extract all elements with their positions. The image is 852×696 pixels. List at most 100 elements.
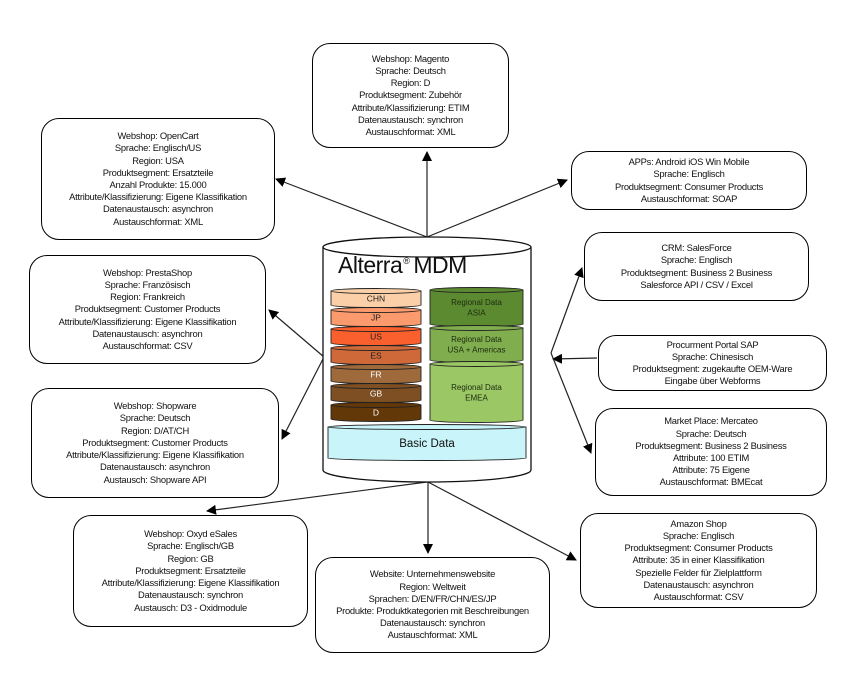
channel-box-line: Region: Weltweit <box>399 580 466 592</box>
channel-box-line: Region: D/AT/CH <box>121 424 189 436</box>
regional-layer-label: USA + Americas <box>447 346 505 355</box>
channel-box-line: Market Place: Mercateo <box>664 415 758 427</box>
connectors <box>206 151 598 561</box>
connector-arrow-prestashop <box>268 309 325 358</box>
country-layer-label: ES <box>370 351 382 361</box>
channel-box-line: Webshop: Shopware <box>113 400 197 412</box>
channel-box-line: Attribute: 35 in einer Klassifikation <box>632 554 765 566</box>
channel-box-line: Attribute/Klassifizierung: ETIM <box>351 101 470 113</box>
channel-box-line: Sprache: Deutsch <box>119 412 191 424</box>
basic-data-label: Basic Data <box>399 438 455 450</box>
channel-box-line: Produktsegment: Ersatzteile <box>135 564 246 576</box>
channel-box-line: Austauschformat: CSV <box>102 340 193 351</box>
channel-box-line: Datenaustausch: asynchron <box>103 203 213 215</box>
connector-arrow-opencart <box>275 177 428 238</box>
country-layer-label: CHN <box>367 294 385 304</box>
channel-box-line: Sprache: Deutsch <box>375 64 446 76</box>
country-layer-d: D <box>330 402 422 422</box>
channel-box-line: Sprache: Englisch/GB <box>147 540 234 552</box>
connector-arrow-crm <box>550 267 584 354</box>
country-layer-label: JP <box>371 313 381 323</box>
channel-box-line: Sprachen: D/EN/FR/CHN/ES/JP <box>368 592 497 604</box>
country-layer-chn: CHN <box>330 288 422 308</box>
channel-box-line: Produktsegment: Consumer Products <box>624 542 773 554</box>
mdm-title: Alterra®MDM <box>338 252 488 279</box>
channel-box-line: Region: USA <box>132 154 184 166</box>
channel-box-line: Datenaustausch: asynchron <box>92 327 203 339</box>
channel-box-line: Produktsegment: Consumer Products <box>614 180 764 192</box>
channel-box-line: Austausch: Shopware API <box>103 473 207 485</box>
channel-box-line: Sprache: Deutsch <box>675 427 747 439</box>
country-layer-us: US <box>330 326 422 346</box>
channel-box-line: Sprache: Chinesisch <box>671 350 754 362</box>
channel-box-line: Produktsegment: zugekaufte OEM-Ware <box>632 363 793 374</box>
country-layer-label: FR <box>370 370 381 380</box>
regional-layer-label: ASIA <box>467 309 486 318</box>
connector-arrow-mercateo <box>550 352 593 454</box>
channel-box-line: Region: GB <box>167 552 214 564</box>
channel-box-line: Austauschformat: XML <box>387 629 478 641</box>
channel-box-line: Produkte: Produktkategorien mit Beschrei… <box>336 605 529 616</box>
channel-box-line: Austauschformat: XML <box>113 215 203 227</box>
mdm-title-text: Alterra <box>338 252 403 278</box>
cylinder-top <box>322 236 532 258</box>
mdm-title-suffix: MDM <box>413 252 467 278</box>
channel-box-line: Attribute/Klassifizierung: Eigene Klassi… <box>101 577 280 589</box>
channel-box-line: Datenaustausch: synchron <box>379 617 485 629</box>
channel-box-line: Attribute: 100 ETIM <box>672 452 749 463</box>
channel-box-line: Datenaustausch: synchron <box>137 589 243 601</box>
regional-layer-label: Regional Data <box>451 298 502 307</box>
connector-arrow-apps <box>426 178 568 238</box>
channel-box-line: Webshop: Oxyd eSales <box>144 528 237 540</box>
channel-box-line: Produktsegment: Customer Products <box>82 436 228 448</box>
channel-box-line: Anzahl Produkte: 15.000 <box>109 179 207 190</box>
channel-box-line: Produktsegment: Zubehör <box>359 89 462 101</box>
channel-box-line: CRM: SalesForce <box>661 242 732 254</box>
registered-mark: ® <box>403 256 410 266</box>
channel-box-line: Austauschformat: XML <box>365 126 456 137</box>
channel-box-line: Sprache: Englisch/US <box>114 142 202 154</box>
connector-arrow-amazon <box>427 481 577 561</box>
connector-arrow-shopware <box>281 356 325 440</box>
channel-box-line: Produktsegment: Customer Products <box>74 303 221 315</box>
channel-box-line: Attribute/Klassifizierung: Eigene Klassi… <box>58 315 237 327</box>
channel-box-line: Webshop: PrestaShop <box>103 266 192 278</box>
country-layer-label: US <box>370 332 382 342</box>
channel-box-line: Webshop: OpenCart <box>117 130 199 142</box>
country-layer-jp: JP <box>330 307 422 327</box>
channel-box-line: Sprache: Französisch <box>104 278 191 290</box>
basic-data-layer: Basic Data <box>327 424 527 461</box>
country-layer-fr: FR <box>330 364 422 384</box>
channel-box-line: Spezielle Felder für Zielplattform <box>635 566 762 578</box>
channel-box-line: Webshop: Magento <box>371 52 450 64</box>
channel-box-line: Attribute/Klassifizierung: Eigene Klassi… <box>66 449 244 461</box>
channel-box-line: Produktsegment: Ersatzteile <box>102 166 214 178</box>
channel-box-line: Produktsegment: Business 2 Business <box>635 439 787 451</box>
channel-box-line: Amazon Shop <box>670 517 727 529</box>
channel-box-line: Datenaustausch: asynchron <box>643 578 754 590</box>
regional-layer-label: EMEA <box>465 394 488 403</box>
channel-box-line: Datenaustausch: asynchron <box>100 461 210 473</box>
channel-box-line: Procurment Portal SAP <box>666 338 759 350</box>
country-layer-es: ES <box>330 345 422 365</box>
connector-arrow-oxyd <box>206 481 428 515</box>
channel-box-line: Austauschformat: CSV <box>653 591 744 602</box>
channel-box-line: Eingabe über Webforms <box>664 375 761 387</box>
channel-box-line: Sprache: Englisch <box>662 529 735 541</box>
channel-box-line: Region: D <box>390 77 431 89</box>
country-layer-label: GB <box>370 389 383 399</box>
